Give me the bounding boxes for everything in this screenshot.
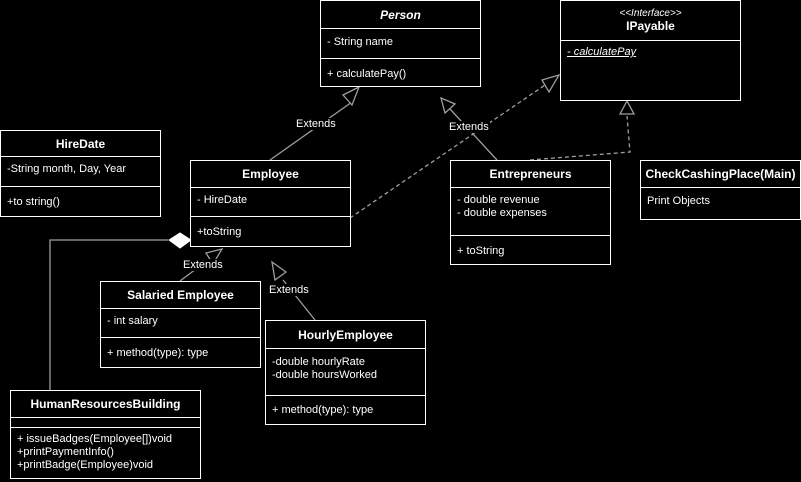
hourly-employee-class[interactable]: HourlyEmployee -double hourlyRate -doubl…: [265, 320, 426, 425]
entrepreneurs-to-person-arrowhead: [440, 96, 457, 115]
hr-building-attributes: [11, 418, 200, 428]
hr-to-employee-line: [49, 239, 168, 390]
salaried-employee-attr-salary: - int salary: [107, 315, 158, 327]
hourly-to-employee-arrowhead: [271, 260, 288, 282]
hiredate-attributes: -String month, Day, Year: [1, 157, 160, 187]
checkcashingplace-print-objects: Print Objects: [647, 195, 710, 207]
employee-class-name: Employee: [191, 161, 350, 188]
ipayable-method-calculatepay: - calculatePay: [567, 46, 734, 59]
entrepreneurs-attr-revenue: - double revenue: [457, 194, 540, 206]
salaried-employee-attributes: - int salary: [101, 309, 260, 338]
employee-to-person-line: [269, 101, 353, 161]
hiredate-attr-fields: -String month, Day, Year: [7, 163, 127, 175]
hourly-employee-attributes: -double hourlyRate -double hoursWorked: [266, 349, 425, 396]
salaried-employee-class[interactable]: Salaried Employee - int salary + method(…: [100, 281, 261, 368]
hr-method-printpaymentinfo: +printPaymentInfo(): [17, 446, 114, 458]
ipayable-stereotype: <<Interface>>: [619, 8, 682, 19]
hiredate-method-tostring: +to string(): [7, 196, 60, 208]
person-class-name: Person: [321, 1, 480, 29]
composition-diamond: [168, 232, 192, 249]
entrepreneurs-attr-expenses: - double expenses: [457, 207, 547, 219]
person-method-calculatepay: + calculatePay(): [327, 68, 407, 80]
employee-to-person-arrowhead: [341, 85, 361, 107]
ipayable-class-name: IPayable: [626, 19, 675, 33]
entrepreneurs-to-ipayable-line: [529, 115, 631, 161]
extends-label-hourly-employee: Extends: [268, 284, 310, 296]
employee-methods: +toString: [191, 217, 350, 243]
extends-label-salaried-employee: Extends: [182, 259, 224, 271]
hiredate-class-name: HireDate: [1, 131, 160, 157]
entrepreneurs-to-ipayable-arrowhead: [618, 99, 636, 115]
hr-method-printbadge: +printBadge(Employee)void: [17, 459, 154, 471]
entrepreneurs-method-tostring: + toString: [457, 245, 505, 257]
hr-building-methods: + issueBadges(Employee[])void +printPaym…: [11, 428, 200, 476]
checkcashingplace-class[interactable]: CheckCashingPlace(Main) Print Objects: [640, 160, 801, 220]
employee-attributes: - HireDate: [191, 188, 350, 217]
hiredate-methods: +to string(): [1, 187, 160, 213]
hr-building-class[interactable]: HumanResourcesBuilding + issueBadges(Emp…: [10, 390, 201, 479]
checkcashingplace-body: Print Objects: [641, 188, 800, 212]
ipayable-header: <<Interface>> IPayable: [561, 1, 740, 41]
hourly-employee-class-name: HourlyEmployee: [266, 321, 425, 349]
entrepreneurs-methods: + toString: [451, 236, 610, 262]
salaried-employee-methods: + method(type): type: [101, 338, 260, 364]
salaried-employee-class-name: Salaried Employee: [101, 282, 260, 309]
salaried-employee-method: + method(type): type: [107, 347, 209, 359]
hourly-employee-attr-rate: -double hourlyRate: [272, 356, 365, 368]
person-methods: + calculatePay(): [321, 59, 480, 85]
person-class[interactable]: Person - String name + calculatePay(): [320, 0, 481, 87]
hourly-employee-method: + method(type): type: [272, 404, 374, 416]
ipayable-interface[interactable]: <<Interface>> IPayable - calculatePay: [560, 0, 741, 101]
entrepreneurs-class[interactable]: Entrepreneurs - double revenue - double …: [450, 160, 611, 265]
entrepreneurs-class-name: Entrepreneurs: [451, 161, 610, 188]
employee-to-ipayable-line: [349, 84, 546, 219]
extends-label-employee-person: Extends: [295, 118, 337, 130]
checkcashingplace-class-name: CheckCashingPlace(Main): [641, 161, 800, 188]
extends-label-entrepreneurs-person: Extends: [448, 121, 490, 133]
hr-method-issuebadges: + issueBadges(Employee[])void: [17, 433, 172, 445]
employee-attr-hiredate: - HireDate: [197, 194, 248, 206]
entrepreneurs-attributes: - double revenue - double expenses: [451, 188, 610, 236]
ipayable-method-text: - calculatePay: [567, 46, 637, 58]
hr-building-class-name: HumanResourcesBuilding: [11, 391, 200, 418]
person-attributes: - String name: [321, 29, 480, 59]
employee-class[interactable]: Employee - HireDate +toString: [190, 160, 351, 247]
person-attr-name: - String name: [327, 36, 394, 48]
employee-method-tostring: +toString: [197, 226, 242, 238]
employee-to-ipayable-arrowhead: [541, 73, 561, 94]
hourly-employee-methods: + method(type): type: [266, 396, 425, 421]
hourly-employee-attr-hours: -double hoursWorked: [272, 369, 377, 381]
hiredate-class[interactable]: HireDate -String month, Day, Year +to st…: [0, 130, 161, 217]
salaried-to-employee-arrowhead: [204, 247, 224, 266]
ipayable-methods: - calculatePay: [561, 41, 740, 63]
